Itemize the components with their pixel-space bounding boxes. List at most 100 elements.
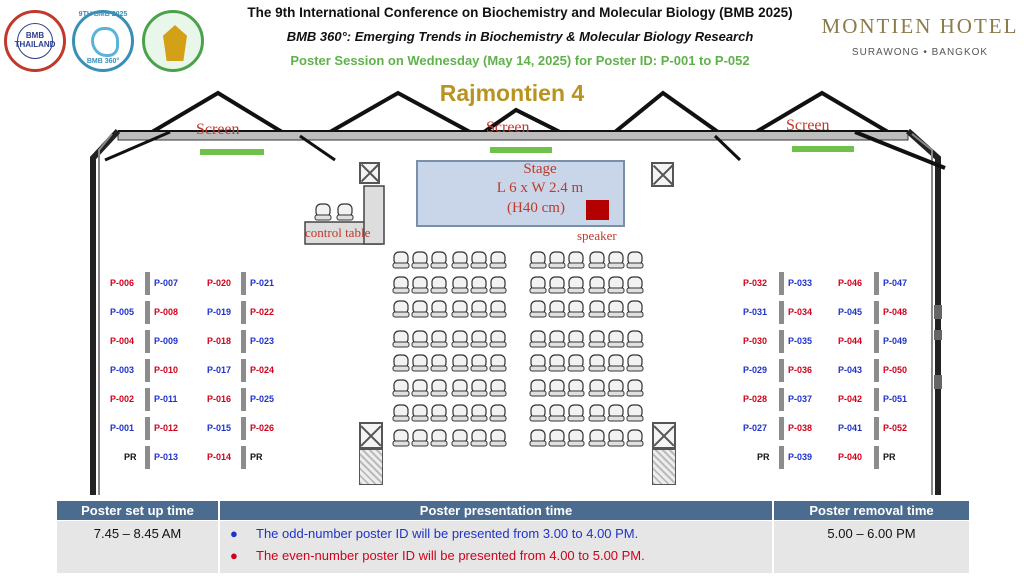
poster-id: P-052	[883, 423, 908, 433]
chair	[567, 354, 585, 372]
chair	[567, 379, 585, 397]
chair	[529, 251, 547, 269]
chair	[430, 379, 448, 397]
chair	[470, 300, 488, 318]
control-table-label: control table	[305, 225, 371, 240]
poster-board	[874, 359, 879, 382]
setup-time-cell: 7.45 – 8.45 AM	[57, 521, 218, 573]
bmb2025-logo-top-text: 9TH BMB 2025	[78, 11, 128, 18]
pillar	[359, 422, 383, 449]
chair	[626, 354, 644, 372]
poster-id: P-020	[207, 278, 232, 288]
chair	[529, 404, 547, 422]
chair	[430, 404, 448, 422]
conference-title: The 9th International Conference on Bioc…	[247, 5, 793, 20]
chair	[430, 276, 448, 294]
chair	[588, 379, 606, 397]
chair	[529, 354, 547, 372]
poster-id: P-033	[788, 278, 813, 288]
speaker-label: speaker	[577, 228, 617, 243]
chair	[411, 251, 429, 269]
screen-label-right: Screen	[786, 117, 830, 134]
chair	[588, 276, 606, 294]
chair	[588, 330, 606, 348]
poster-board	[145, 301, 150, 324]
poster-id: P-008	[154, 307, 179, 317]
chair	[470, 276, 488, 294]
chair	[626, 404, 644, 422]
chair	[588, 354, 606, 372]
conference-subtitle: BMB 360°: Emerging Trends in Biochemistr…	[286, 29, 754, 44]
chair	[411, 429, 429, 447]
chair	[451, 251, 469, 269]
chair	[451, 300, 469, 318]
chair	[392, 354, 410, 372]
poster-id: P-035	[788, 336, 813, 346]
poster-board	[874, 330, 879, 353]
screen-center	[490, 147, 552, 153]
chair	[607, 251, 625, 269]
screen-label-left: Screen	[196, 121, 240, 138]
bmb2025-logo: 9TH BMB 2025 BMB 360°	[72, 10, 134, 72]
poster-board	[779, 272, 784, 295]
poster-id: P-017	[207, 365, 232, 375]
chair	[607, 429, 625, 447]
chair	[548, 379, 566, 397]
poster-id: P-042	[838, 394, 863, 404]
chair	[489, 300, 507, 318]
hotel-location: SURAWONG • BANGKOK	[851, 47, 989, 58]
chair	[470, 404, 488, 422]
poster-board	[145, 446, 150, 469]
chair	[607, 404, 625, 422]
chair	[548, 276, 566, 294]
pillar-base	[652, 449, 676, 485]
setup-time: 7.45 – 8.45 AM	[93, 526, 182, 541]
poster-id: P-044	[838, 336, 863, 346]
chair	[451, 276, 469, 294]
hotel-name: MONTIEN HOTEL	[821, 14, 1019, 38]
poster-id: P-032	[743, 278, 768, 288]
poster-board	[779, 388, 784, 411]
chair	[607, 300, 625, 318]
bmb-logo-text: BMB THAILAND	[15, 23, 55, 59]
poster-id: P-050	[883, 365, 908, 375]
poster-id: P-021	[250, 278, 275, 288]
chair	[529, 429, 547, 447]
poster-id: P-005	[110, 307, 135, 317]
chair	[607, 379, 625, 397]
bmb-thailand-logo: BMB THAILAND	[4, 10, 66, 72]
chair	[607, 276, 625, 294]
removal-time-cell: 5.00 – 6.00 PM	[774, 521, 969, 573]
poster-id: PR	[883, 452, 896, 462]
chair	[489, 354, 507, 372]
chair	[567, 251, 585, 269]
speaker	[586, 200, 609, 220]
poster-id: P-015	[207, 423, 232, 433]
poster-board	[241, 359, 246, 382]
poster-board	[145, 330, 150, 353]
chair	[548, 300, 566, 318]
chair	[470, 251, 488, 269]
poster-id: P-047	[883, 278, 908, 288]
chair	[626, 379, 644, 397]
chair	[470, 330, 488, 348]
poster-id: P-036	[788, 365, 813, 375]
roof-outline	[150, 90, 890, 134]
poster-id: P-030	[743, 336, 768, 346]
poster-board	[874, 388, 879, 411]
poster-board	[779, 417, 784, 440]
screen-label-center: Screen	[486, 119, 530, 136]
chair	[430, 429, 448, 447]
stage-height: (H40 cm)	[507, 200, 565, 216]
poster-id: PR	[757, 452, 770, 462]
poster-board	[874, 417, 879, 440]
chair	[548, 251, 566, 269]
chair	[607, 330, 625, 348]
poster-id: P-023	[250, 336, 275, 346]
removal-time: 5.00 – 6.00 PM	[827, 526, 916, 541]
poster-id: P-029	[743, 365, 768, 375]
poster-board	[779, 301, 784, 324]
poster-board	[779, 359, 784, 382]
poster-id: PR	[124, 452, 137, 462]
